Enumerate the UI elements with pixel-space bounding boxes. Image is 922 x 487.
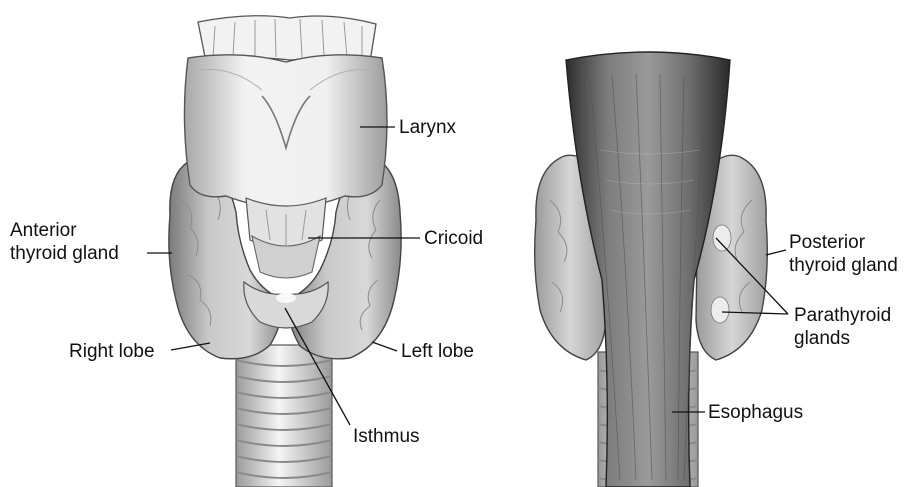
larynx-label: Larynx (399, 116, 456, 139)
posterior-thyroid-gland-label: Posterior thyroid gland (789, 231, 898, 277)
right-lobe-label: Right lobe (69, 340, 155, 363)
anterior-view (169, 16, 401, 487)
left-lobe-leader (372, 342, 397, 351)
anterior-thyroid-gland-label: Anterior thyroid gland (10, 219, 119, 265)
larynx (184, 55, 387, 210)
isthmus-label: Isthmus (353, 425, 420, 448)
posterior-thyroid-leader (766, 250, 786, 255)
esophagus-label: Esophagus (708, 401, 803, 424)
cricoid-label: Cricoid (424, 227, 483, 250)
left-lobe-label: Left lobe (401, 340, 474, 363)
parathyroid-glands-label: Parathyroid glands (794, 304, 891, 350)
